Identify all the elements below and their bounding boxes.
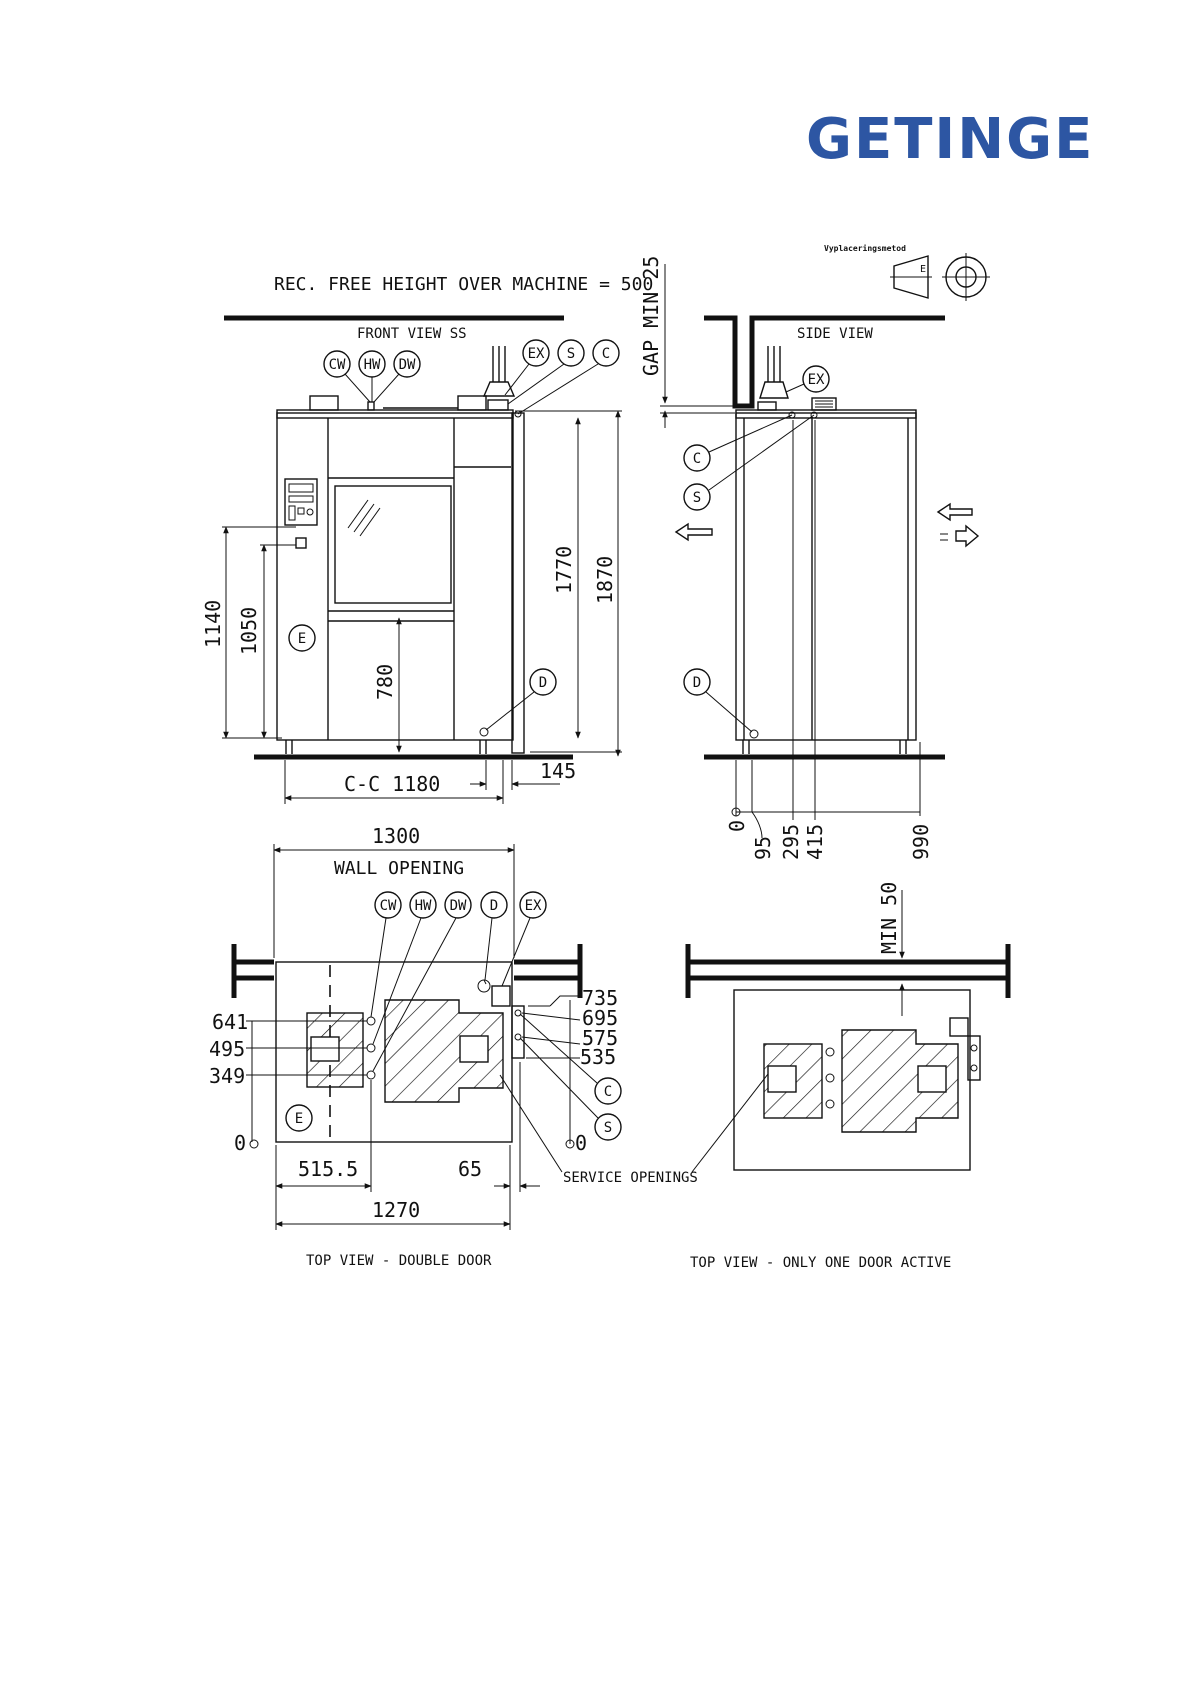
dim-1140: 1140 (201, 600, 225, 648)
service-openings-label: SERVICE OPENINGS (563, 1170, 698, 1186)
svg-text:E: E (295, 1111, 303, 1127)
projection-symbol-icon: E (890, 253, 990, 301)
dim-295: 295 (779, 824, 803, 860)
dim-575: 575 (582, 1026, 618, 1050)
callout-s-side: S (683, 483, 711, 511)
callout-ex: EX (522, 339, 550, 367)
dim-495: 495 (209, 1037, 245, 1061)
callout-cw-top: CW (374, 891, 402, 919)
free-height-note: REC. FREE HEIGHT OVER MACHINE = 500 (274, 274, 653, 295)
dim-990: 990 (909, 824, 933, 860)
side-view-title: SIDE VIEW (797, 326, 873, 342)
top-view-double-title: TOP VIEW - DOUBLE DOOR (306, 1253, 492, 1269)
min-50-label: MIN 50 (877, 882, 901, 954)
svg-text:DW: DW (399, 357, 416, 373)
callout-s-top: S (594, 1113, 622, 1141)
front-view-title: FRONT VIEW SS (357, 326, 467, 342)
dim-1870: 1870 (593, 556, 617, 604)
svg-text:D: D (490, 898, 498, 914)
callout-ex-top: EX (519, 891, 547, 919)
svg-text:S: S (567, 346, 575, 362)
dim-1050: 1050 (237, 607, 261, 655)
dim-side-0: 0 (725, 820, 749, 832)
callout-cw: CW (323, 350, 351, 378)
dim-1770: 1770 (552, 546, 576, 594)
arrow-right-icon (955, 524, 980, 548)
callout-s: S (557, 339, 585, 367)
svg-text:C: C (604, 1084, 612, 1100)
callout-e: E (288, 624, 316, 652)
callout-dw-top: DW (444, 891, 472, 919)
svg-text:C: C (602, 346, 610, 362)
dim-65: 65 (458, 1157, 482, 1181)
svg-text:EX: EX (808, 372, 825, 388)
dim-top-0b: 0 (575, 1131, 587, 1155)
dim-780: 780 (373, 664, 397, 700)
dim-535: 535 (580, 1045, 616, 1069)
svg-text:HW: HW (364, 357, 381, 373)
getinge-logo: GETINGE (806, 107, 1095, 172)
callout-c-top: C (594, 1077, 622, 1105)
dim-735: 735 (582, 986, 618, 1010)
control-panel-icon (284, 478, 318, 526)
callout-c-side: C (683, 444, 711, 472)
dim-95: 95 (751, 836, 775, 860)
dim-1300: 1300 (372, 824, 420, 848)
dim-641: 641 (212, 1010, 248, 1034)
dim-cc-1180: C-C 1180 (344, 772, 440, 796)
gap-min-25: GAP MIN 25 (639, 256, 663, 376)
callout-c: C (592, 339, 620, 367)
svg-text:D: D (539, 675, 547, 691)
callout-ex-side: EX (802, 365, 830, 393)
projection-symbol-label: E (920, 264, 926, 275)
switch-icon (295, 537, 307, 549)
svg-text:DW: DW (450, 898, 467, 914)
dim-top-0: 0 (234, 1131, 246, 1155)
dim-415: 415 (803, 824, 827, 860)
callout-d-side: D (683, 668, 711, 696)
svg-text:E: E (298, 631, 306, 647)
front-view: FRONT VIEW SS (201, 326, 622, 804)
svg-text:CW: CW (380, 898, 397, 914)
wall-opening-label: WALL OPENING (334, 858, 464, 879)
top-view-single-door: MIN 50 TOP VIEW - ONLY ONE DOOR ACTIVE (685, 882, 1011, 1271)
svg-text:C: C (693, 451, 701, 467)
top-view-single-title: TOP VIEW - ONLY ONE DOOR ACTIVE (690, 1255, 951, 1271)
arrow-left-icon (936, 502, 973, 522)
top-view-double-door: 1300 WALL OPENING CW (209, 824, 769, 1269)
svg-text:HW: HW (415, 898, 432, 914)
svg-text:EX: EX (528, 346, 545, 362)
svg-text:S: S (693, 490, 701, 506)
dim-695: 695 (582, 1006, 618, 1030)
dim-349: 349 (209, 1064, 245, 1088)
arrow-left-icon (674, 522, 713, 542)
svg-text:D: D (693, 675, 701, 691)
dim-145: 145 (540, 759, 576, 783)
callout-hw-top: HW (409, 891, 437, 919)
svg-text:S: S (604, 1120, 612, 1136)
dim-1270: 1270 (372, 1198, 420, 1222)
placement-method-label: Vyplaceringsmetod (824, 243, 906, 253)
callout-dw: DW (393, 350, 421, 378)
side-view: SIDE VIEW GAP MIN 25 EX (639, 256, 980, 860)
callout-e-top: E (285, 1104, 313, 1132)
callout-hw: HW (358, 350, 386, 378)
dim-515-5: 515.5 (298, 1157, 358, 1181)
callout-d: D (529, 668, 557, 696)
svg-text:EX: EX (525, 898, 542, 914)
svg-text:CW: CW (329, 357, 346, 373)
callout-d-top: D (480, 891, 508, 919)
